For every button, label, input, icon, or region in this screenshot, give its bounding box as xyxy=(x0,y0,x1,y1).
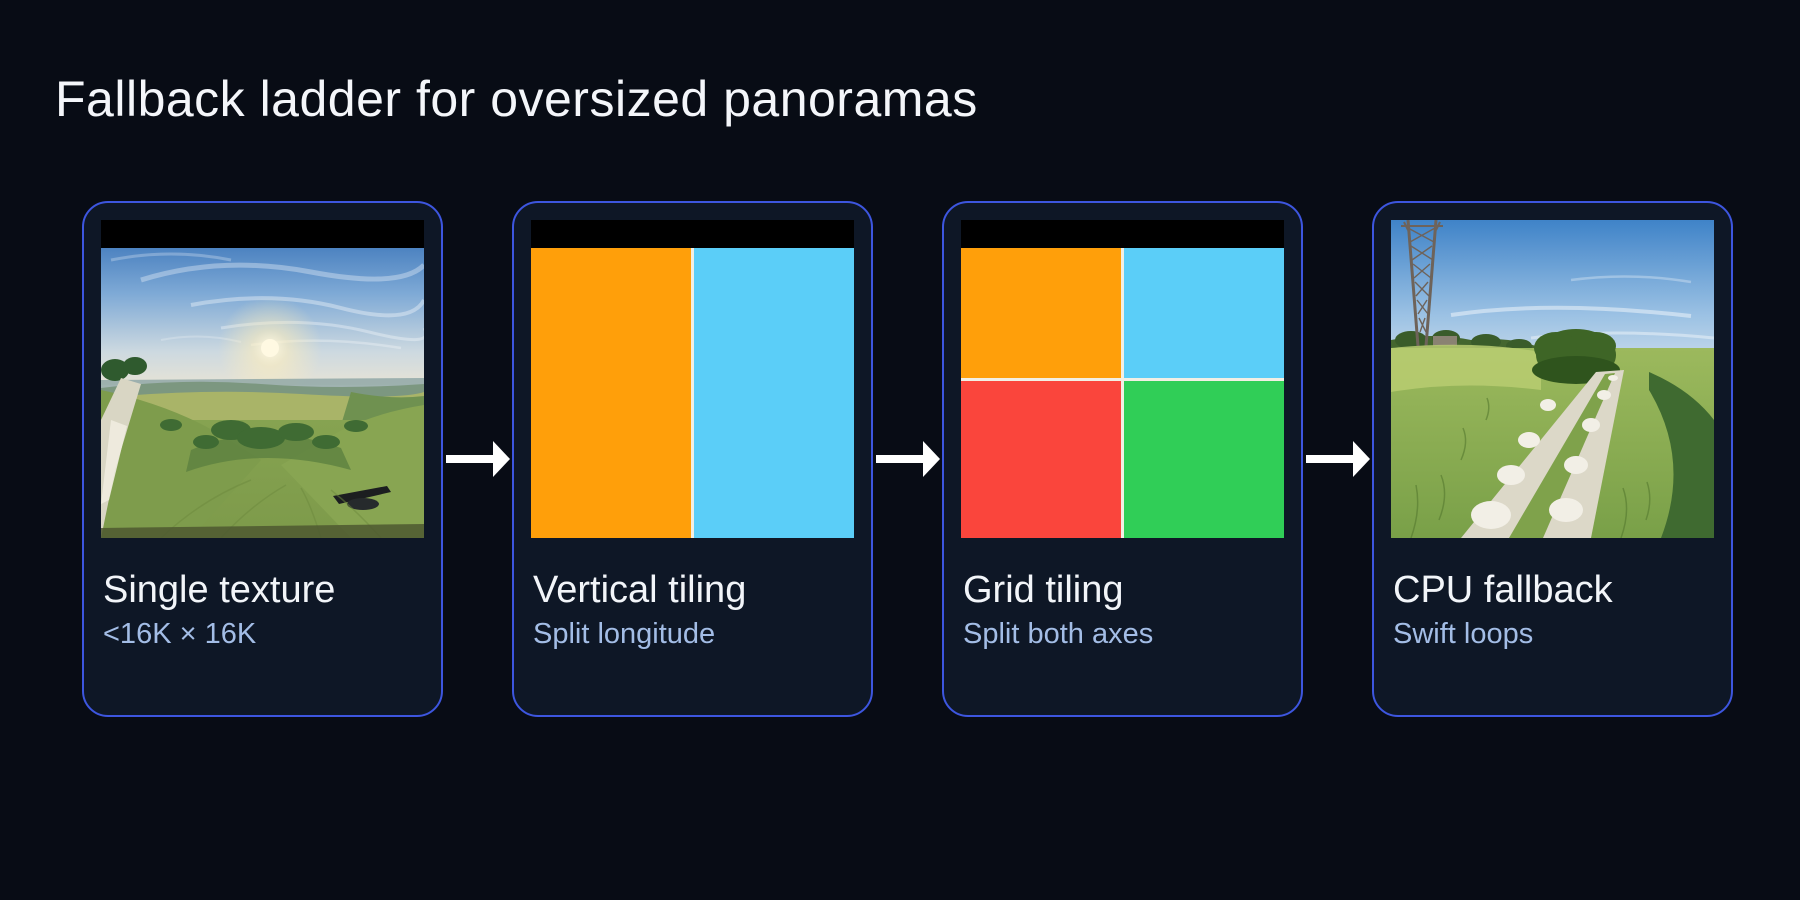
arrow-right-icon xyxy=(443,439,512,479)
tile-bottom-right xyxy=(1124,380,1284,538)
tile-bottom-left xyxy=(961,380,1121,538)
status-bar xyxy=(531,220,854,248)
fallback-ladder: Single texture <16K × 16K Vertical tilin… xyxy=(82,201,1733,717)
arrow-right-icon xyxy=(873,439,942,479)
trail-photo xyxy=(1391,220,1714,538)
card-cpu-fallback: CPU fallback Swift loops xyxy=(1372,201,1733,717)
card-subtitle: Split longitude xyxy=(533,617,716,650)
card-vertical-tiling: Vertical tiling Split longitude xyxy=(512,201,873,717)
card-title: CPU fallback xyxy=(1393,569,1613,611)
card-grid-tiling: Grid tiling Split both axes xyxy=(942,201,1303,717)
panorama-photo xyxy=(101,220,424,538)
card-title: Single texture xyxy=(103,569,336,611)
card-subtitle: <16K × 16K xyxy=(103,617,257,650)
card-subtitle: Split both axes xyxy=(963,617,1154,650)
card-single-texture: Single texture <16K × 16K xyxy=(82,201,443,717)
arrow-right-icon xyxy=(1303,439,1372,479)
card-subtitle: Swift loops xyxy=(1393,617,1534,650)
media-vertical-tiling xyxy=(531,220,854,538)
status-bar xyxy=(101,220,424,248)
tile-left xyxy=(531,220,691,538)
card-title: Grid tiling xyxy=(963,569,1124,611)
media-single-texture xyxy=(101,220,424,538)
page-title: Fallback ladder for oversized panoramas xyxy=(55,71,978,127)
status-bar xyxy=(961,220,1284,248)
card-title: Vertical tiling xyxy=(533,569,747,611)
vertical-tiles xyxy=(531,220,854,538)
tile-right xyxy=(694,220,854,538)
grid-tiles xyxy=(961,220,1284,538)
media-cpu-fallback xyxy=(1391,220,1714,538)
media-grid-tiling xyxy=(961,220,1284,538)
